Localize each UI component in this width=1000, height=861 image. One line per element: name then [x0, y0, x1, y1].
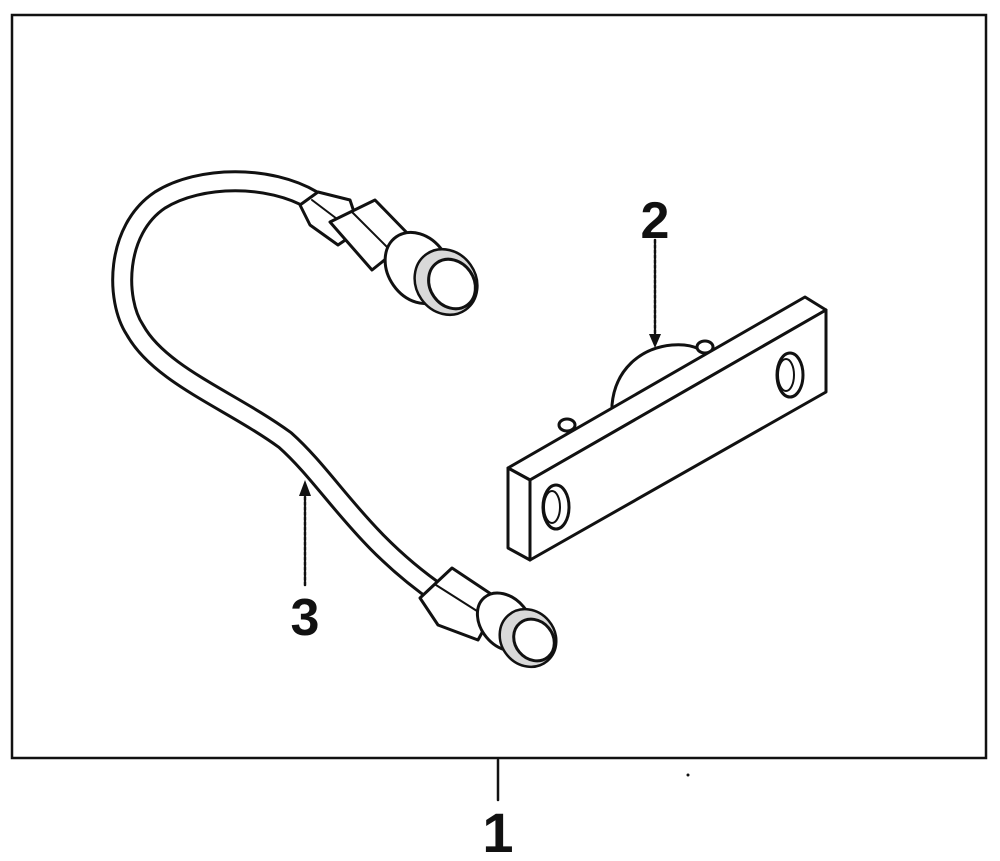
upper-bulb-cap-top	[427, 257, 477, 311]
upper-socket-body-line	[351, 211, 393, 253]
leader-arrow-2	[649, 334, 661, 348]
wire-harness	[111, 170, 558, 669]
mounting-hole-left-inner	[543, 490, 561, 524]
mounting-hole-right-inner	[777, 358, 795, 392]
leader-arrow-3	[299, 480, 311, 496]
lamp-tab-left	[557, 417, 577, 433]
callout-3: 3	[291, 589, 320, 647]
callout-2: 2	[641, 192, 670, 250]
scan-dot	[686, 773, 690, 777]
bracket-side-face	[528, 308, 828, 562]
leader-lines	[299, 238, 661, 802]
bracket-front-face	[506, 466, 532, 562]
lower-bulb-cap-top	[512, 617, 556, 663]
callout-1: 1	[482, 801, 513, 861]
assembly-frame	[10, 13, 988, 760]
harness-cable-core	[114, 173, 448, 603]
license-lamp	[506, 295, 828, 562]
